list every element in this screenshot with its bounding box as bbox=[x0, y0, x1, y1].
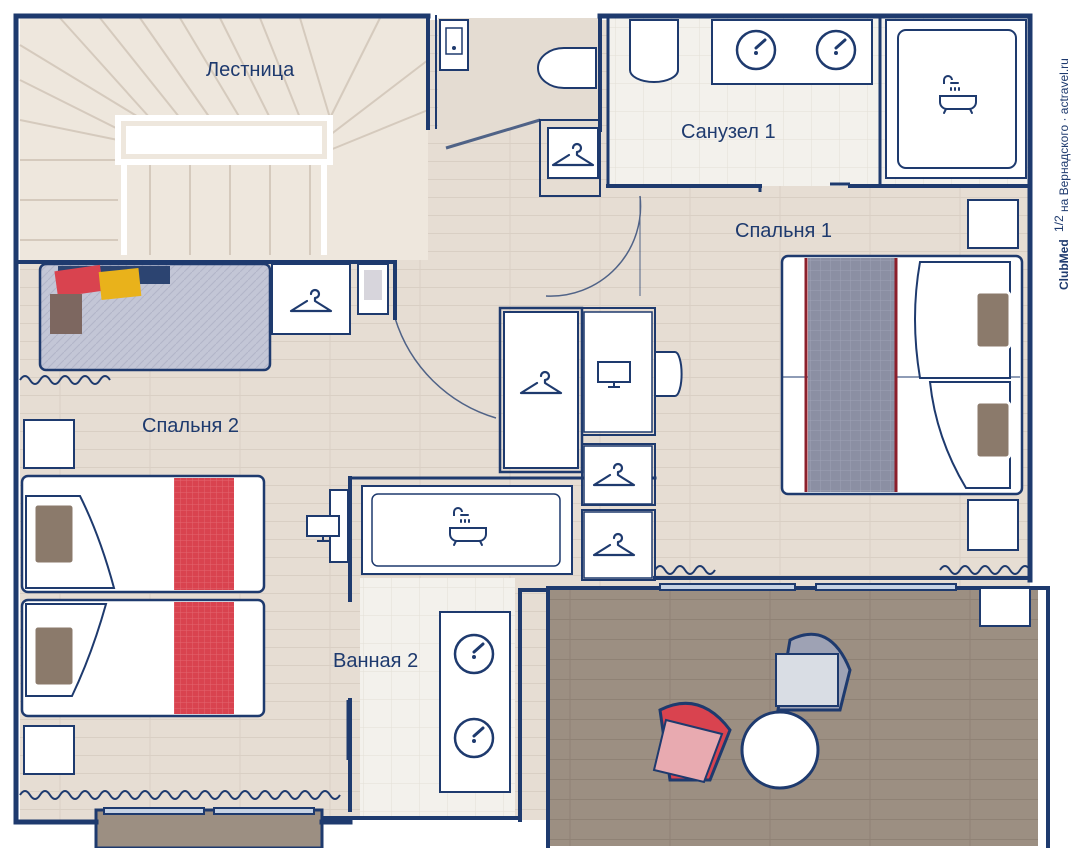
label-staircase: Лестница bbox=[206, 59, 295, 81]
wardrobe-bedroom2 bbox=[271, 263, 351, 335]
walls bbox=[13, 13, 1033, 825]
twin-beds-bedroom2 bbox=[20, 419, 266, 775]
center-wardrobe bbox=[503, 311, 683, 579]
toilet-icon bbox=[439, 19, 597, 89]
label-bathroom2: Ванная 2 bbox=[333, 650, 418, 672]
label-bedroom1: Спальня 1 bbox=[735, 220, 832, 242]
curtains bbox=[19, 375, 1031, 800]
sink-icon bbox=[735, 29, 777, 71]
watermark-brand: ClubMed bbox=[1057, 239, 1071, 290]
watermark: ClubMed 1/2 на Вернадского · actravel.ru bbox=[1052, 58, 1071, 290]
terrace-furniture bbox=[652, 632, 852, 790]
label-bathroom1: Санузел 1 bbox=[681, 121, 776, 143]
bathroom1-fixtures bbox=[629, 19, 1027, 179]
staircase bbox=[19, 17, 429, 260]
label-bedroom2: Спальня 2 bbox=[142, 415, 239, 437]
bathtub bbox=[361, 485, 573, 575]
sofa-bench bbox=[38, 262, 272, 372]
watermark-caption: на Вернадского · actravel.ru bbox=[1057, 58, 1071, 212]
desk-bedroom2 bbox=[306, 489, 349, 563]
sink-icon bbox=[815, 29, 857, 71]
watermark-brand-mark: 1/2 bbox=[1052, 215, 1066, 232]
bathroom2-vanity bbox=[439, 611, 511, 793]
sink-icon bbox=[453, 633, 495, 675]
double-bed-bedroom1 bbox=[780, 199, 1024, 551]
sink-icon bbox=[453, 717, 495, 759]
